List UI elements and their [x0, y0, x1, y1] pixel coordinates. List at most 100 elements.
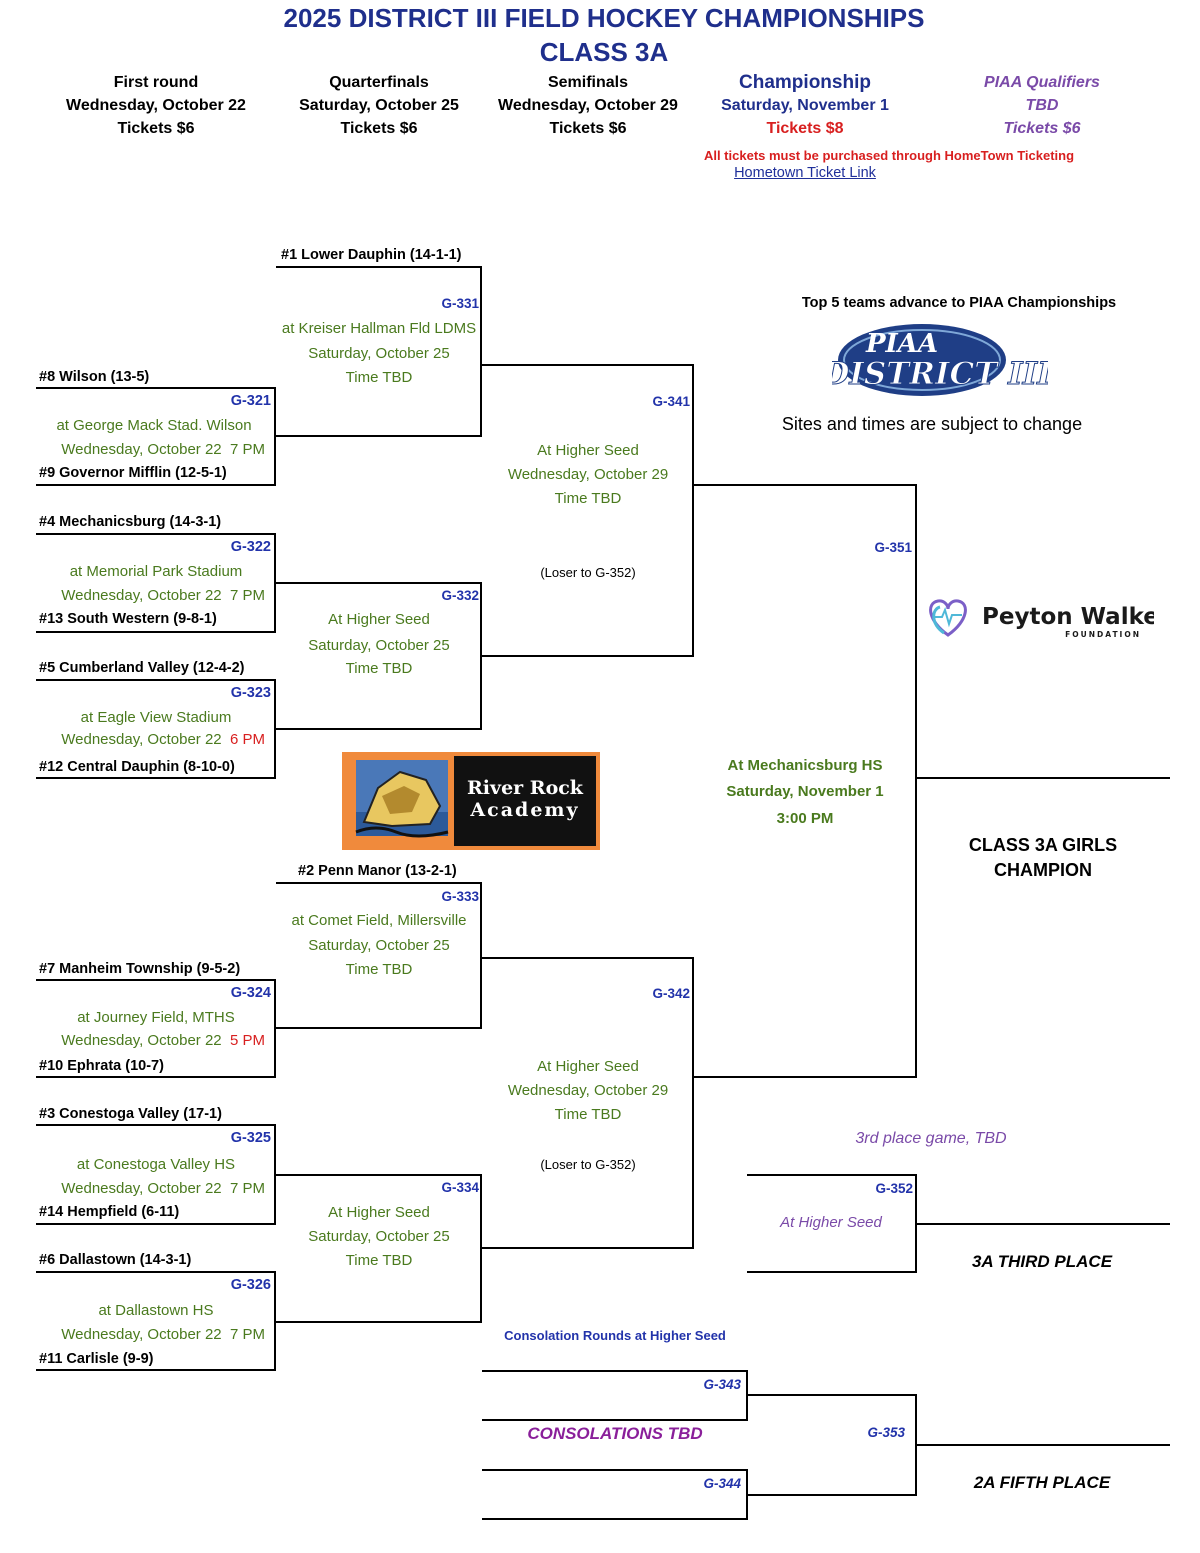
game-date-time: Wednesday, October 22 7 PM [61, 1327, 265, 1342]
bracket-line [917, 1223, 1170, 1225]
bracket-line [746, 1370, 748, 1421]
team-cumberland-valley: #5 Cumberland Valley (12-4-2) [39, 660, 245, 676]
bracket-line [482, 1247, 694, 1249]
bracket-line [747, 1271, 917, 1273]
game-date: Saturday, October 25 [308, 637, 450, 654]
bracket-line [276, 435, 482, 437]
round-name: First round [113, 74, 199, 91]
game-time: 5 PM [229, 1032, 265, 1049]
bracket-line [274, 679, 276, 779]
team-governor-mifflin: #9 Governor Mifflin (12-5-1) [39, 465, 227, 481]
game-id: G-333 [441, 889, 479, 904]
peyton-walker-text: Peyton Walker [982, 604, 1154, 630]
round-date: Saturday, October 25 [299, 97, 459, 114]
round-tickets: Tickets $6 [549, 120, 627, 137]
team-mechanicsburg: #4 Mechanicsburg (14-3-1) [39, 514, 222, 530]
round-tickets: Tickets $6 [117, 120, 195, 137]
game-id: G-341 [652, 394, 690, 409]
bracket-line [917, 777, 1170, 779]
peyton-walker-foundation-logo: Peyton Walker FOUNDATION [929, 599, 1154, 639]
game-id: G-342 [652, 986, 690, 1001]
game-date: Wednesday, October 22 [61, 1326, 222, 1343]
game-id: G-352 [875, 1181, 913, 1196]
bracket-line [36, 979, 276, 981]
page-title: 2025 DISTRICT III FIELD HOCKEY CHAMPIONS… [283, 3, 925, 33]
bracket-line [276, 1321, 482, 1323]
champion-label-2: CHAMPION [994, 860, 1092, 880]
team-manheim-township: #7 Manheim Township (9-5-2) [39, 961, 241, 977]
bracket-line [915, 1174, 917, 1273]
page-subtitle: CLASS 3A [539, 37, 669, 67]
game-time: 7 PM [229, 441, 265, 458]
round-name: Quarterfinals [329, 74, 429, 91]
bracket-line [694, 484, 917, 486]
team-conestoga-valley: #3 Conestoga Valley (17-1) [39, 1106, 222, 1122]
game-date: Wednesday, October 22 [61, 1180, 222, 1197]
team-lower-dauphin: #1 Lower Dauphin (14-1-1) [281, 247, 462, 263]
ticket-notice: All tickets must be purchased through Ho… [703, 148, 1075, 163]
bracket-line [36, 631, 276, 633]
game-id: G-323 [230, 685, 271, 701]
bracket-line [692, 364, 694, 657]
game-date: Saturday, October 25 [308, 345, 450, 362]
loser-note: (Loser to G-352) [540, 565, 636, 580]
game-site: at Memorial Park Stadium [69, 563, 243, 580]
round-name: PIAA Qualifiers [984, 74, 1100, 91]
river-rock-academy-logo: River Rock Academy [342, 752, 600, 850]
bracket-line [274, 387, 276, 486]
bracket-line [274, 1124, 276, 1225]
bracket-line [748, 1494, 917, 1496]
loser-note: (Loser to G-352) [540, 1157, 636, 1172]
bracket-line [36, 1271, 276, 1273]
bracket-line [36, 1076, 276, 1078]
bracket-line [915, 484, 917, 1078]
bracket-line [36, 387, 276, 389]
team-carlisle: #11 Carlisle (9-9) [39, 1351, 154, 1367]
round-tickets: Tickets $8 [766, 120, 844, 137]
game-site: at Eagle View Stadium [80, 709, 232, 726]
game-g344-id: G-344 [703, 1476, 741, 1491]
game-date: Saturday, October 25 [308, 1228, 450, 1245]
bracket-line [36, 777, 276, 779]
game-date-time: Wednesday, October 22 7 PM [61, 588, 265, 603]
game-date: Saturday, October 25 [308, 937, 450, 954]
fifth-place-label: 2A FIFTH PLACE [973, 1473, 1111, 1492]
game-site: at Journey Field, MTHS [77, 1009, 235, 1026]
game-id: G-334 [441, 1180, 479, 1195]
third-place-label: 3A THIRD PLACE [971, 1252, 1113, 1271]
game-time: 7 PM [229, 587, 265, 604]
game-site: at Conestoga Valley HS [76, 1156, 236, 1173]
bracket-line [36, 533, 276, 535]
piaa-district-logo: PIAA DISTRICT III [832, 324, 1048, 396]
game-date-time: Wednesday, October 22 5 PM [61, 1033, 265, 1048]
bracket-line [482, 1518, 748, 1520]
game-site: At Mechanicsburg HS [727, 757, 883, 774]
game-site: at Kreiser Hallman Fld LDMS [281, 320, 477, 337]
bracket-line [915, 1394, 917, 1496]
game-time: Time TBD [345, 660, 413, 677]
game-site: at George Mack Stad. Wilson [56, 417, 252, 434]
game-site: At Higher Seed [780, 1214, 882, 1231]
top5-note: Top 5 teams advance to PIAA Championship… [801, 295, 1117, 311]
academy-text: Academy [469, 799, 579, 821]
piaa-logo-text: PIAA [865, 329, 938, 359]
team-ephrata: #10 Ephrata (10-7) [39, 1058, 164, 1074]
game-id: G-322 [230, 539, 271, 555]
bracket-line [917, 1444, 1170, 1446]
game-time: 3:00 PM [776, 810, 834, 827]
hometown-ticket-link[interactable]: Hometown Ticket Link [734, 165, 876, 181]
game-site: At Higher Seed [537, 442, 639, 459]
bracket-line [482, 957, 694, 959]
bracket-line [36, 1124, 276, 1126]
bracket-line [482, 364, 694, 366]
game-date: Wednesday, October 22 [61, 587, 222, 604]
game-date: Wednesday, October 29 [507, 466, 669, 483]
bracket-line [748, 1394, 917, 1396]
bracket-line [276, 1027, 482, 1029]
round-name: Championship [739, 72, 871, 93]
game-time: Time TBD [554, 1106, 622, 1123]
game-id: G-326 [230, 1277, 271, 1293]
bracket-line [276, 582, 482, 584]
game-date: Wednesday, October 22 [61, 441, 222, 458]
game-g353-id: G-353 [867, 1425, 905, 1440]
